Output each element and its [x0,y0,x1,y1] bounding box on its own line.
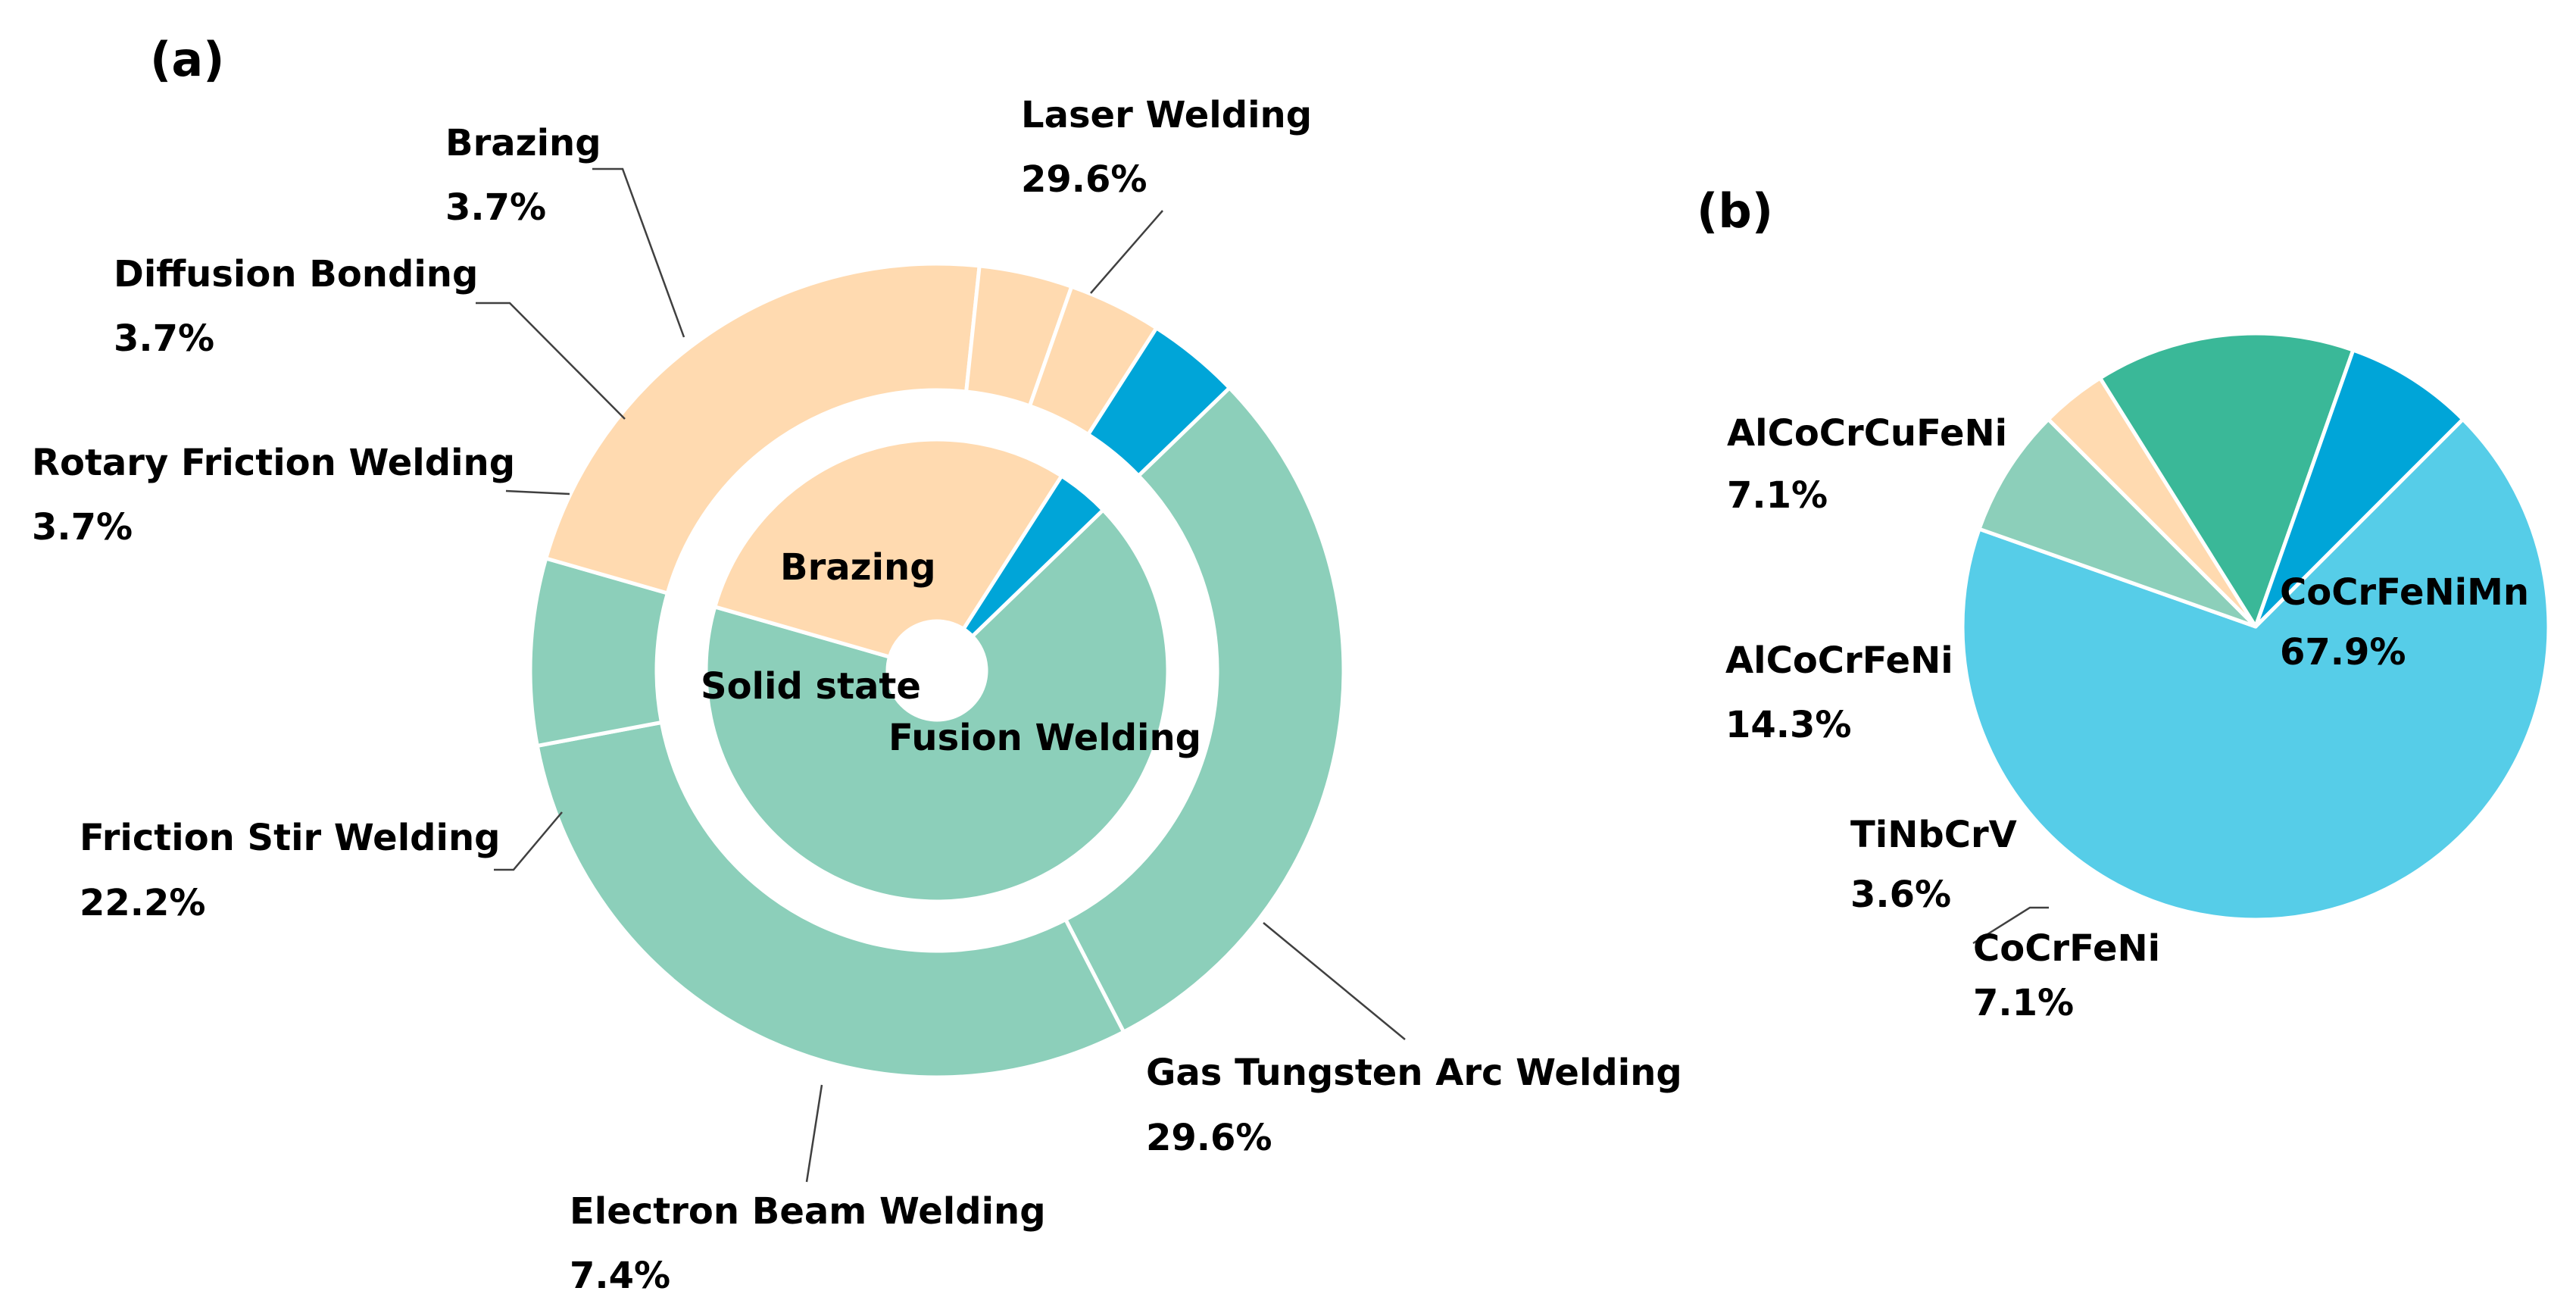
label-cocrfeni: CoCrFeNi [1973,927,2160,970]
label-electron-beam-welding: Electron Beam Welding [570,1190,1046,1233]
value-gta-welding: 29.6% [1146,1117,1272,1159]
inner-ring-slice-solid-state [713,437,1064,659]
value-tinbcrv: 3.6% [1850,874,1951,916]
leader-line-cocrfeni [1972,906,2049,945]
label-rotary-friction-welding: Rotary Friction Welding [32,442,515,484]
label-alcocrcufeni: AlCoCrCuFeNi [1727,412,2007,455]
pie-b-slice-alcocrcufeni [2253,348,2465,629]
pie-b [1960,331,2551,922]
outer-ring-slice-laser-welding [1063,386,1346,1034]
label-brazing-outer: Brazing [445,122,601,164]
leader-line-laser-welding [1090,210,1163,294]
pie-b-slice-alcocrfeni [2098,331,2356,629]
outer-ring-slice-brazing [1086,326,1232,478]
value-rotary-friction-welding: 3.7% [32,506,133,549]
inner-ring-slice-brazing [961,474,1105,639]
outer-ring-slice-friction-stir-welding [544,261,982,595]
label-friction-stir-welding: Friction Stir Welding [80,817,501,859]
pie-b-labels: CoCrFeNiMn 67.9% CoCrFeNi 7.1% TiNbCrV 3… [1725,412,2529,1024]
label-gta-welding: Gas Tungsten Arc Welding [1146,1052,1682,1094]
value-cocrfenimn: 67.9% [2280,631,2406,674]
label-fusion-welding: Fusion Welding [888,717,1201,759]
label-cocrfenimn: CoCrFeNiMn [2280,571,2529,614]
value-cocrfeni: 7.1% [1973,982,2074,1024]
value-brazing-outer: 3.7% [445,186,546,229]
panel-a-letter: (a) [150,32,225,87]
value-friction-stir-welding: 22.2% [80,882,206,924]
inner-ring [704,437,1170,904]
leader-line-electron-beam-welding [805,1084,823,1183]
value-electron-beam-welding: 7.4% [570,1255,670,1297]
panel-b-letter: (b) [1697,183,1773,239]
pie-b-slice-cocrfeni [1977,417,2258,629]
value-diffusion-bonding: 3.7% [114,317,214,360]
leader-line-friction-stir-welding [494,811,563,871]
label-laser-welding: Laser Welding [1021,94,1312,136]
label-alcocrfeni: AlCoCrFeNi [1725,639,1953,682]
label-tinbcrv: TiNbCrV [1850,814,2017,856]
value-laser-welding: 29.6% [1021,158,1147,201]
leader-line-rotary-friction-welding [505,489,570,495]
leader-line-diffusion-bonding [476,302,626,420]
label-diffusion-bonding: Diffusion Bonding [114,253,478,295]
value-alcocrcufeni: 7.1% [1727,474,1828,517]
panel-a-leader-lines [476,167,1406,1183]
label-solid-state: Solid state [701,665,921,708]
pie-b-slice-cocrfenimn [1960,417,2551,922]
inner-ring-slice-fusion-welding [704,508,1170,904]
leader-line-brazing [592,167,685,338]
value-alcocrfeni: 14.3% [1725,704,1852,746]
inner-ring-labels: Fusion Welding Solid state Brazing [701,546,1201,759]
label-brazing-inner: Brazing [780,546,936,589]
outer-ring [528,261,1346,1080]
leader-line-gta-welding [1263,922,1406,1040]
outer-ring-slice-gas-tungsten-arc-welding [535,720,1126,1080]
outer-ring-labels: Laser Welding 29.6% Gas Tungsten Arc Wel… [32,94,1682,1297]
